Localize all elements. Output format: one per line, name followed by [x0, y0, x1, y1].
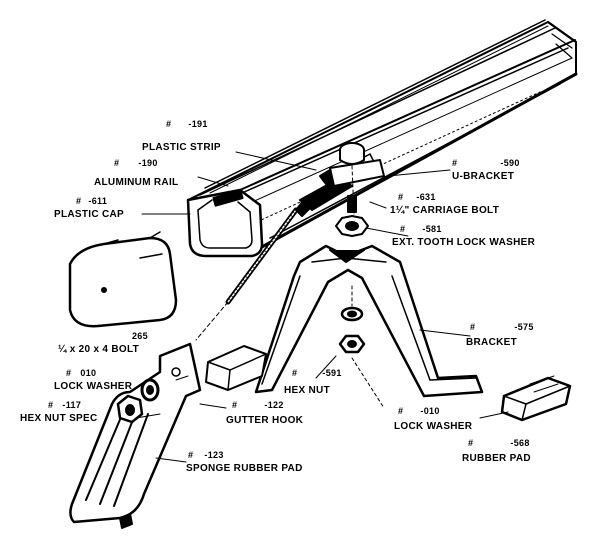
rubber-pad-drawing — [500, 375, 572, 422]
label-hex-nut: # -591 HEX NUT — [284, 368, 342, 396]
bracket-drawing — [254, 244, 484, 398]
u-bracket-drawing — [329, 142, 385, 187]
aluminum-rail-drawing — [186, 21, 578, 258]
label-u-bracket: # -590 U-BRACKET — [452, 158, 520, 182]
hex-nut-spec-drawing — [116, 394, 144, 424]
label-bolt: 265 ¼ x 20 x 4 BOLT — [58, 331, 148, 355]
hex-nut-drawing — [338, 334, 366, 354]
label-plastic-cap: # -611 PLASTIC CAP — [54, 196, 124, 220]
label-carriage-bolt: # -631 1¼" CARRIAGE BOLT — [390, 192, 500, 216]
plastic-cap-drawing — [68, 231, 178, 328]
bolt-drawing — [195, 199, 313, 341]
ext-tooth-lock-washer-drawing — [335, 215, 369, 237]
label-ext-tooth-lock-washer: # -581 EXT. TOOTH LOCK WASHER — [392, 224, 536, 248]
label-lock-washer-left: # 010 LOCK WASHER — [54, 368, 133, 392]
bracket-foot-block — [205, 345, 267, 391]
label-plastic-strip: # -191 PLASTIC STRIP — [142, 119, 221, 153]
label-aluminum-rail: # -190 ALUMINUM RAIL — [94, 158, 179, 188]
leader-lines — [135, 151, 509, 463]
label-gutter-hook: # -122 GUTTER HOOK — [226, 400, 304, 426]
plastic-strip-drawing — [204, 19, 549, 194]
label-bracket: # -575 BRACKET — [466, 322, 534, 348]
gutter-hook-drawing — [69, 342, 202, 529]
label-lock-washer-right: # -010 LOCK WASHER — [394, 406, 473, 432]
lock-washer-right-drawing — [340, 306, 364, 322]
label-hex-nut-spec: # -117 HEX NUT SPEC — [20, 400, 98, 424]
label-rubber-pad: # -568 RUBBER PAD — [462, 438, 531, 464]
carriage-bolt-drawing — [347, 165, 357, 215]
label-sponge-rubber-pad: # -123 SPONGE RUBBER PAD — [186, 450, 303, 474]
lock-washer-left-drawing — [140, 378, 160, 402]
